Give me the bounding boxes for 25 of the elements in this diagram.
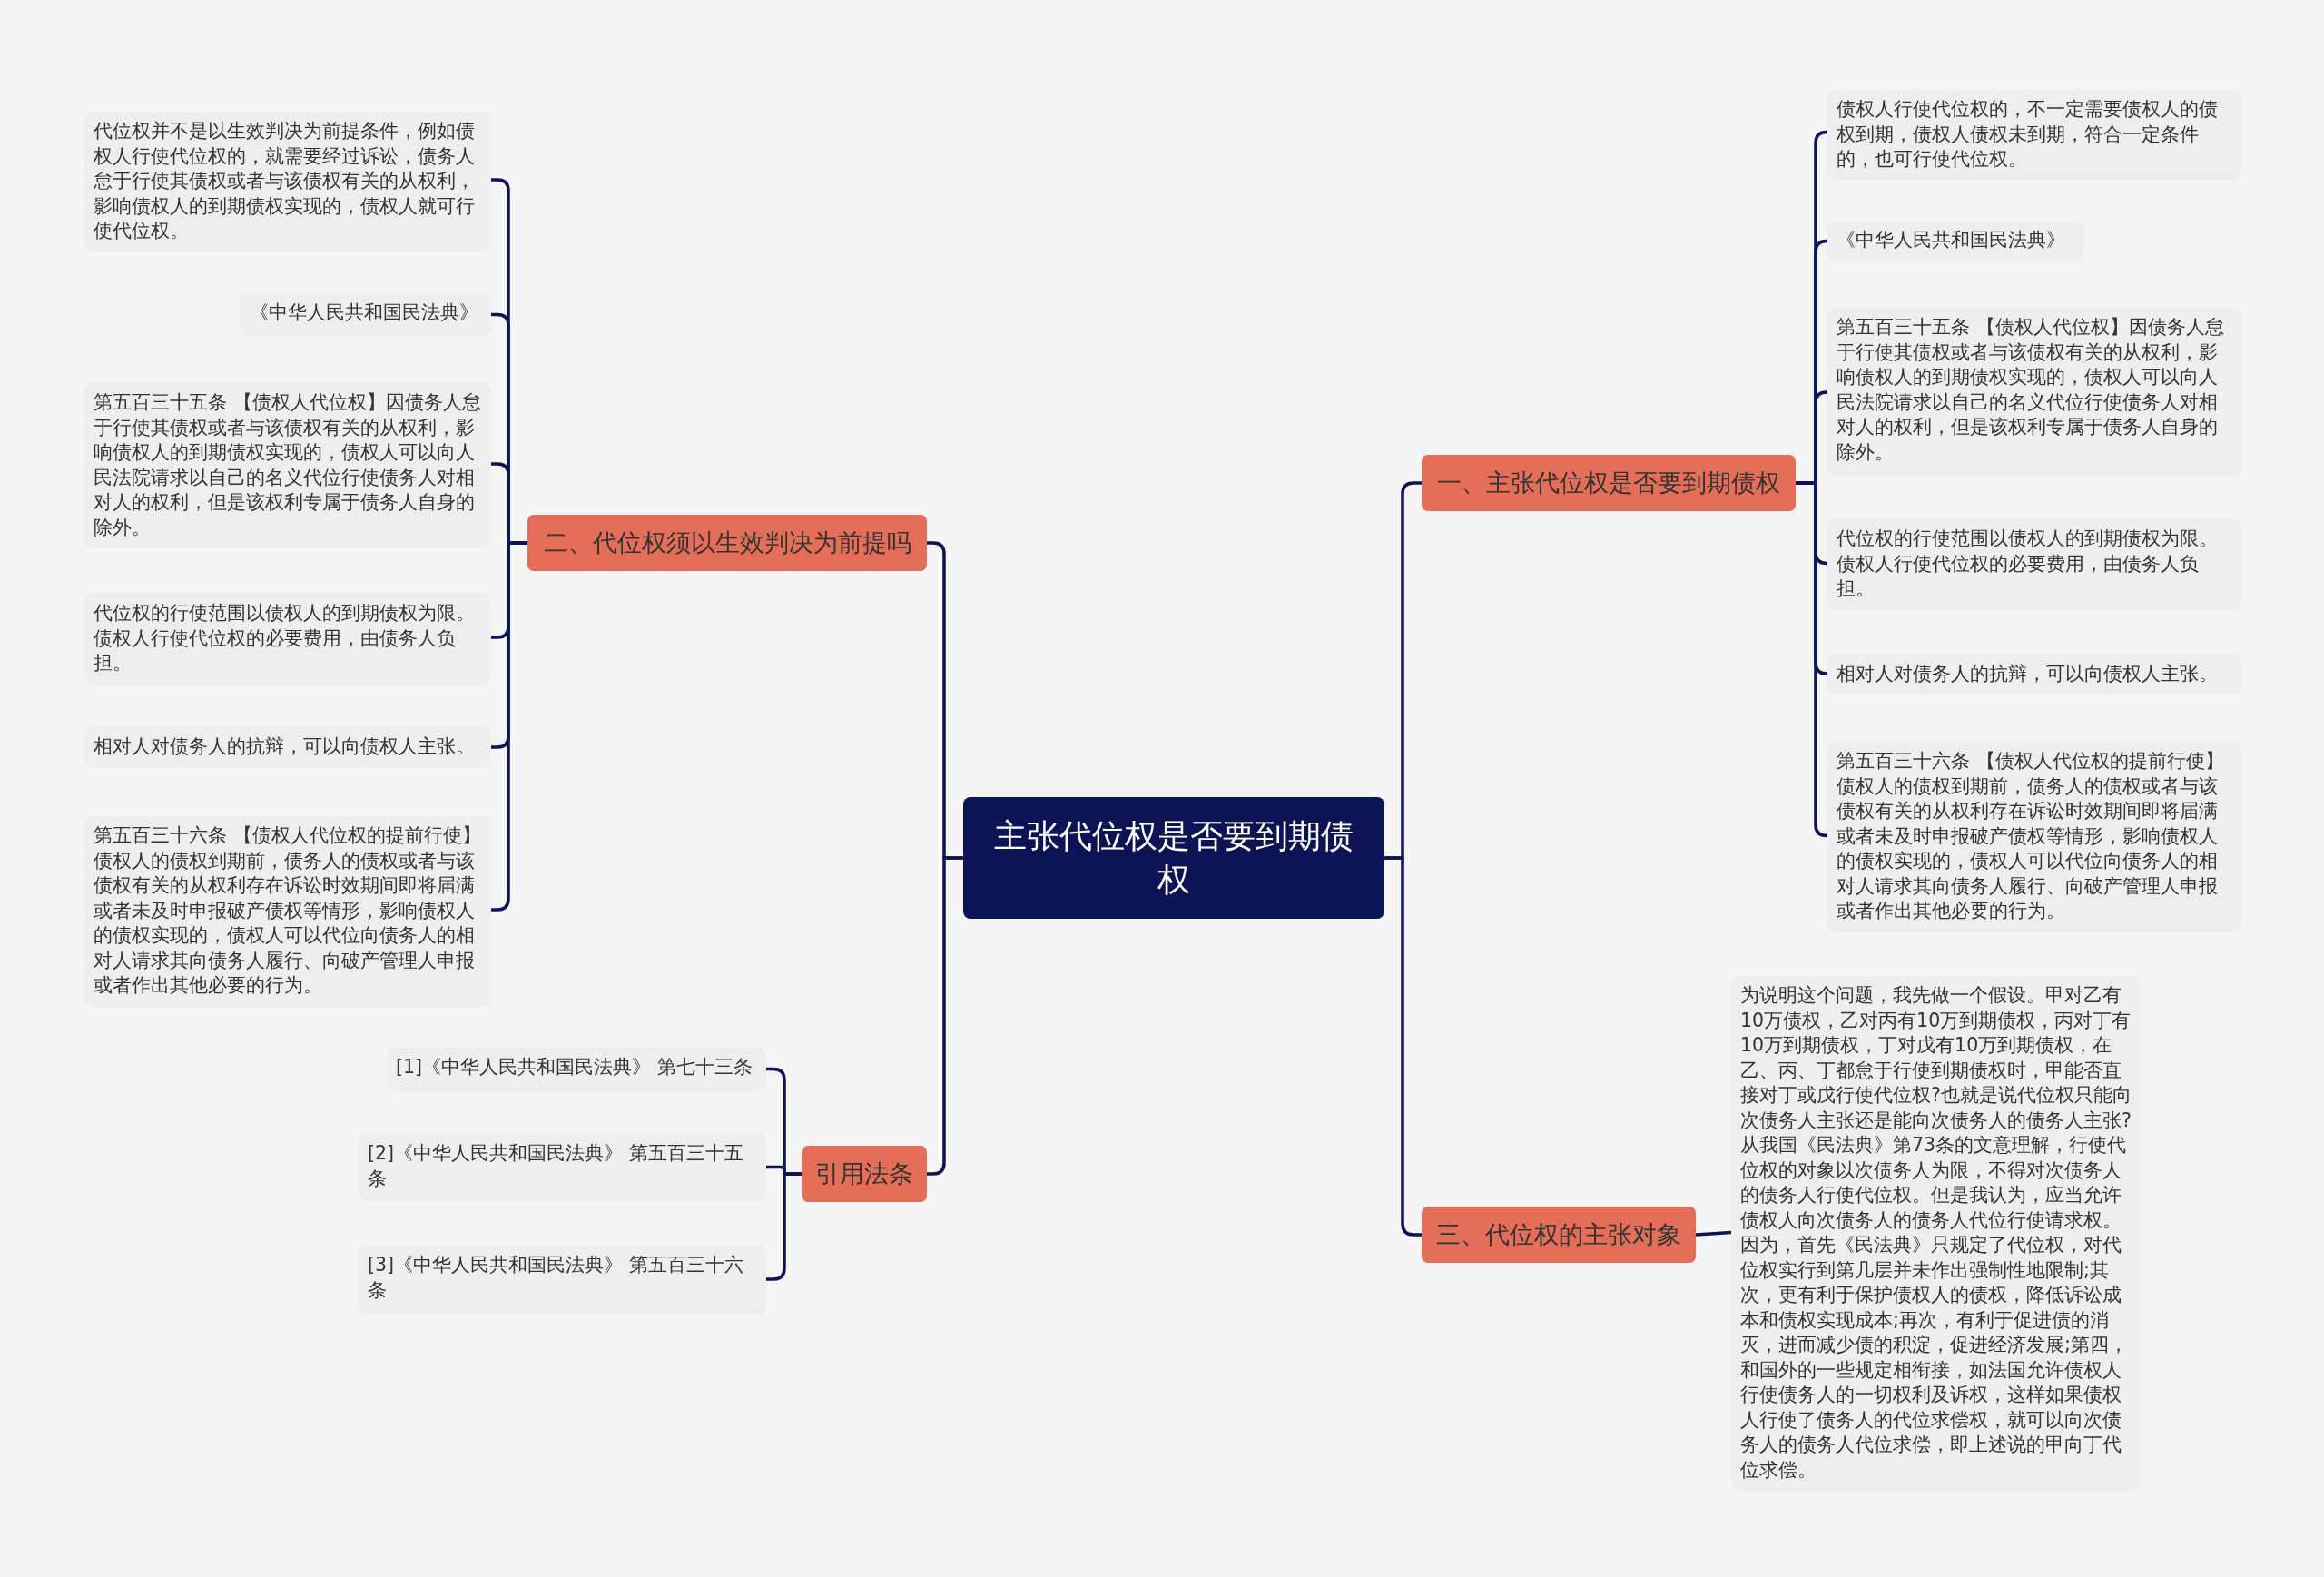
connector-line bbox=[1796, 481, 1828, 838]
note-box: [3]《中华人民共和国民法典》 第五百三十六条 bbox=[359, 1245, 766, 1314]
note-box: 相对人对债务人的抗辩，可以向债权人主张。 bbox=[1827, 654, 2241, 695]
connector-line bbox=[766, 1172, 802, 1281]
note-box: 债权人行使代位权的，不一定需要债权人的债权到期，债权人债权未到期，符合一定条件的，也可行使代位权。 bbox=[1827, 89, 2241, 181]
note-box: 为说明这个问题，我先做一个假设。甲对乙有10万债权，乙对丙有10万到期债权，丙对丁有10万到期债权，丁对戊有10万到期债权，在乙、丙、丁都怠于行使到期债权时，甲能否直接对丁或戊行使代位权?也就是说代位权只能向次债务人主张还是能向次债务人的债务人主张?从我国《民法典》第73条的文意理解，行使代位权的对象以次债务人为限，不得对次债务人的债务人行使代位权。但是我认为，应当允许债权人向次债务人的债务人代位行使请求权。因为，首先《民法典》只规定了代位权，对代位权实行到第几层并未作出强制性地限制;其次，更有利于保护债权人的债权，降低诉讼成本和债权实现成本;再次，有利于促进债的消灭，进而减少债的积淀，促进经济发展;第四，和国外的一些规定相衔接，如法国允许债权人行使债务人的一切权利及诉权，这样如果债权人行使了债务人的代位求偿权，就可以向次债务人的债务人代位求偿，即上述说的甲向丁代位求偿。 bbox=[1731, 975, 2141, 1491]
note-box: 第五百三十六条 【债权人代位权的提前行使】债权人的债权到期前，债务人的债权或者与该债权有关的从权利存在诉讼时效期间即将届满或者未及时申报破产债权等情形，影响债权人的债权实现的，债权人可以代位向债务人的相对人请求其向债务人履行、向破产管理人申报或者作出其他必要的行为。 bbox=[1827, 741, 2241, 932]
topic-box: 一、主张代位权是否要到期债权 bbox=[1422, 455, 1796, 511]
note-box: 代位权并不是以生效判决为前提条件，例如债权人行使代位权的，就需要经过诉讼，债务人怠于行使其债权或者与该债权有关的从权利，影响债权人的到期债权实现的，债权人就可行使代位权。 bbox=[84, 111, 491, 252]
note-box: [2]《中华人民共和国民法典》 第五百三十五条 bbox=[359, 1133, 766, 1201]
note-box: 第五百三十六条 【债权人代位权的提前行使】债权人的债权到期前，债务人的债权或者与该债权有关的从权利存在诉讼时效期间即将届满或者未及时申报破产债权等情形，影响债权人的债权实现的，债权人可以代位向债务人的相对人请求其向债务人履行、向破产管理人申报或者作出其他必要的行为。 bbox=[84, 815, 491, 1007]
central-topic-box: 主张代位权是否要到期债权 bbox=[963, 797, 1384, 919]
note-box: 《中华人民共和国民法典》 bbox=[241, 292, 491, 337]
note-box: 第五百三十五条 【债权人代位权】因债务人怠于行使其债权或者与该债权有关的从权利，影响债权人的到期债权实现的，债权人可以向人民法院请求以自己的名义代位行使债务人对相对人的权利，但是该权利专属于债务人自身的除外。 bbox=[1827, 307, 2241, 478]
note-box: 《中华人民共和国民法典》 bbox=[1827, 220, 2083, 262]
note-box: [1]《中华人民共和国民法典》 第七十三条 bbox=[387, 1047, 766, 1091]
topic-box: 三、代位权的主张对象 bbox=[1422, 1207, 1696, 1263]
connector-line bbox=[1695, 1230, 1732, 1237]
note-box: 第五百三十五条 【债权人代位权】因债务人怠于行使其债权或者与该债权有关的从权利，影响债权人的到期债权实现的，债权人可以向人民法院请求以自己的名义代位行使债务人对相对人的权利，但是该权利专属于债务人自身的除外。 bbox=[84, 382, 491, 548]
topic-box: 二、代位权须以生效判决为前提吗 bbox=[527, 515, 927, 571]
note-box: 代位权的行使范围以债权人的到期债权为限。债权人行使代位权的必要费用，由债务人负担。 bbox=[84, 593, 491, 685]
note-box: 相对人对债务人的抗辩，可以向债权人主张。 bbox=[84, 726, 491, 768]
connector-line bbox=[1384, 856, 1422, 1237]
note-box: 代位权的行使范围以债权人的到期债权为限。债权人行使代位权的必要费用，由债务人负担。 bbox=[1827, 518, 2241, 610]
topic-box: 引用法条 bbox=[802, 1146, 927, 1202]
